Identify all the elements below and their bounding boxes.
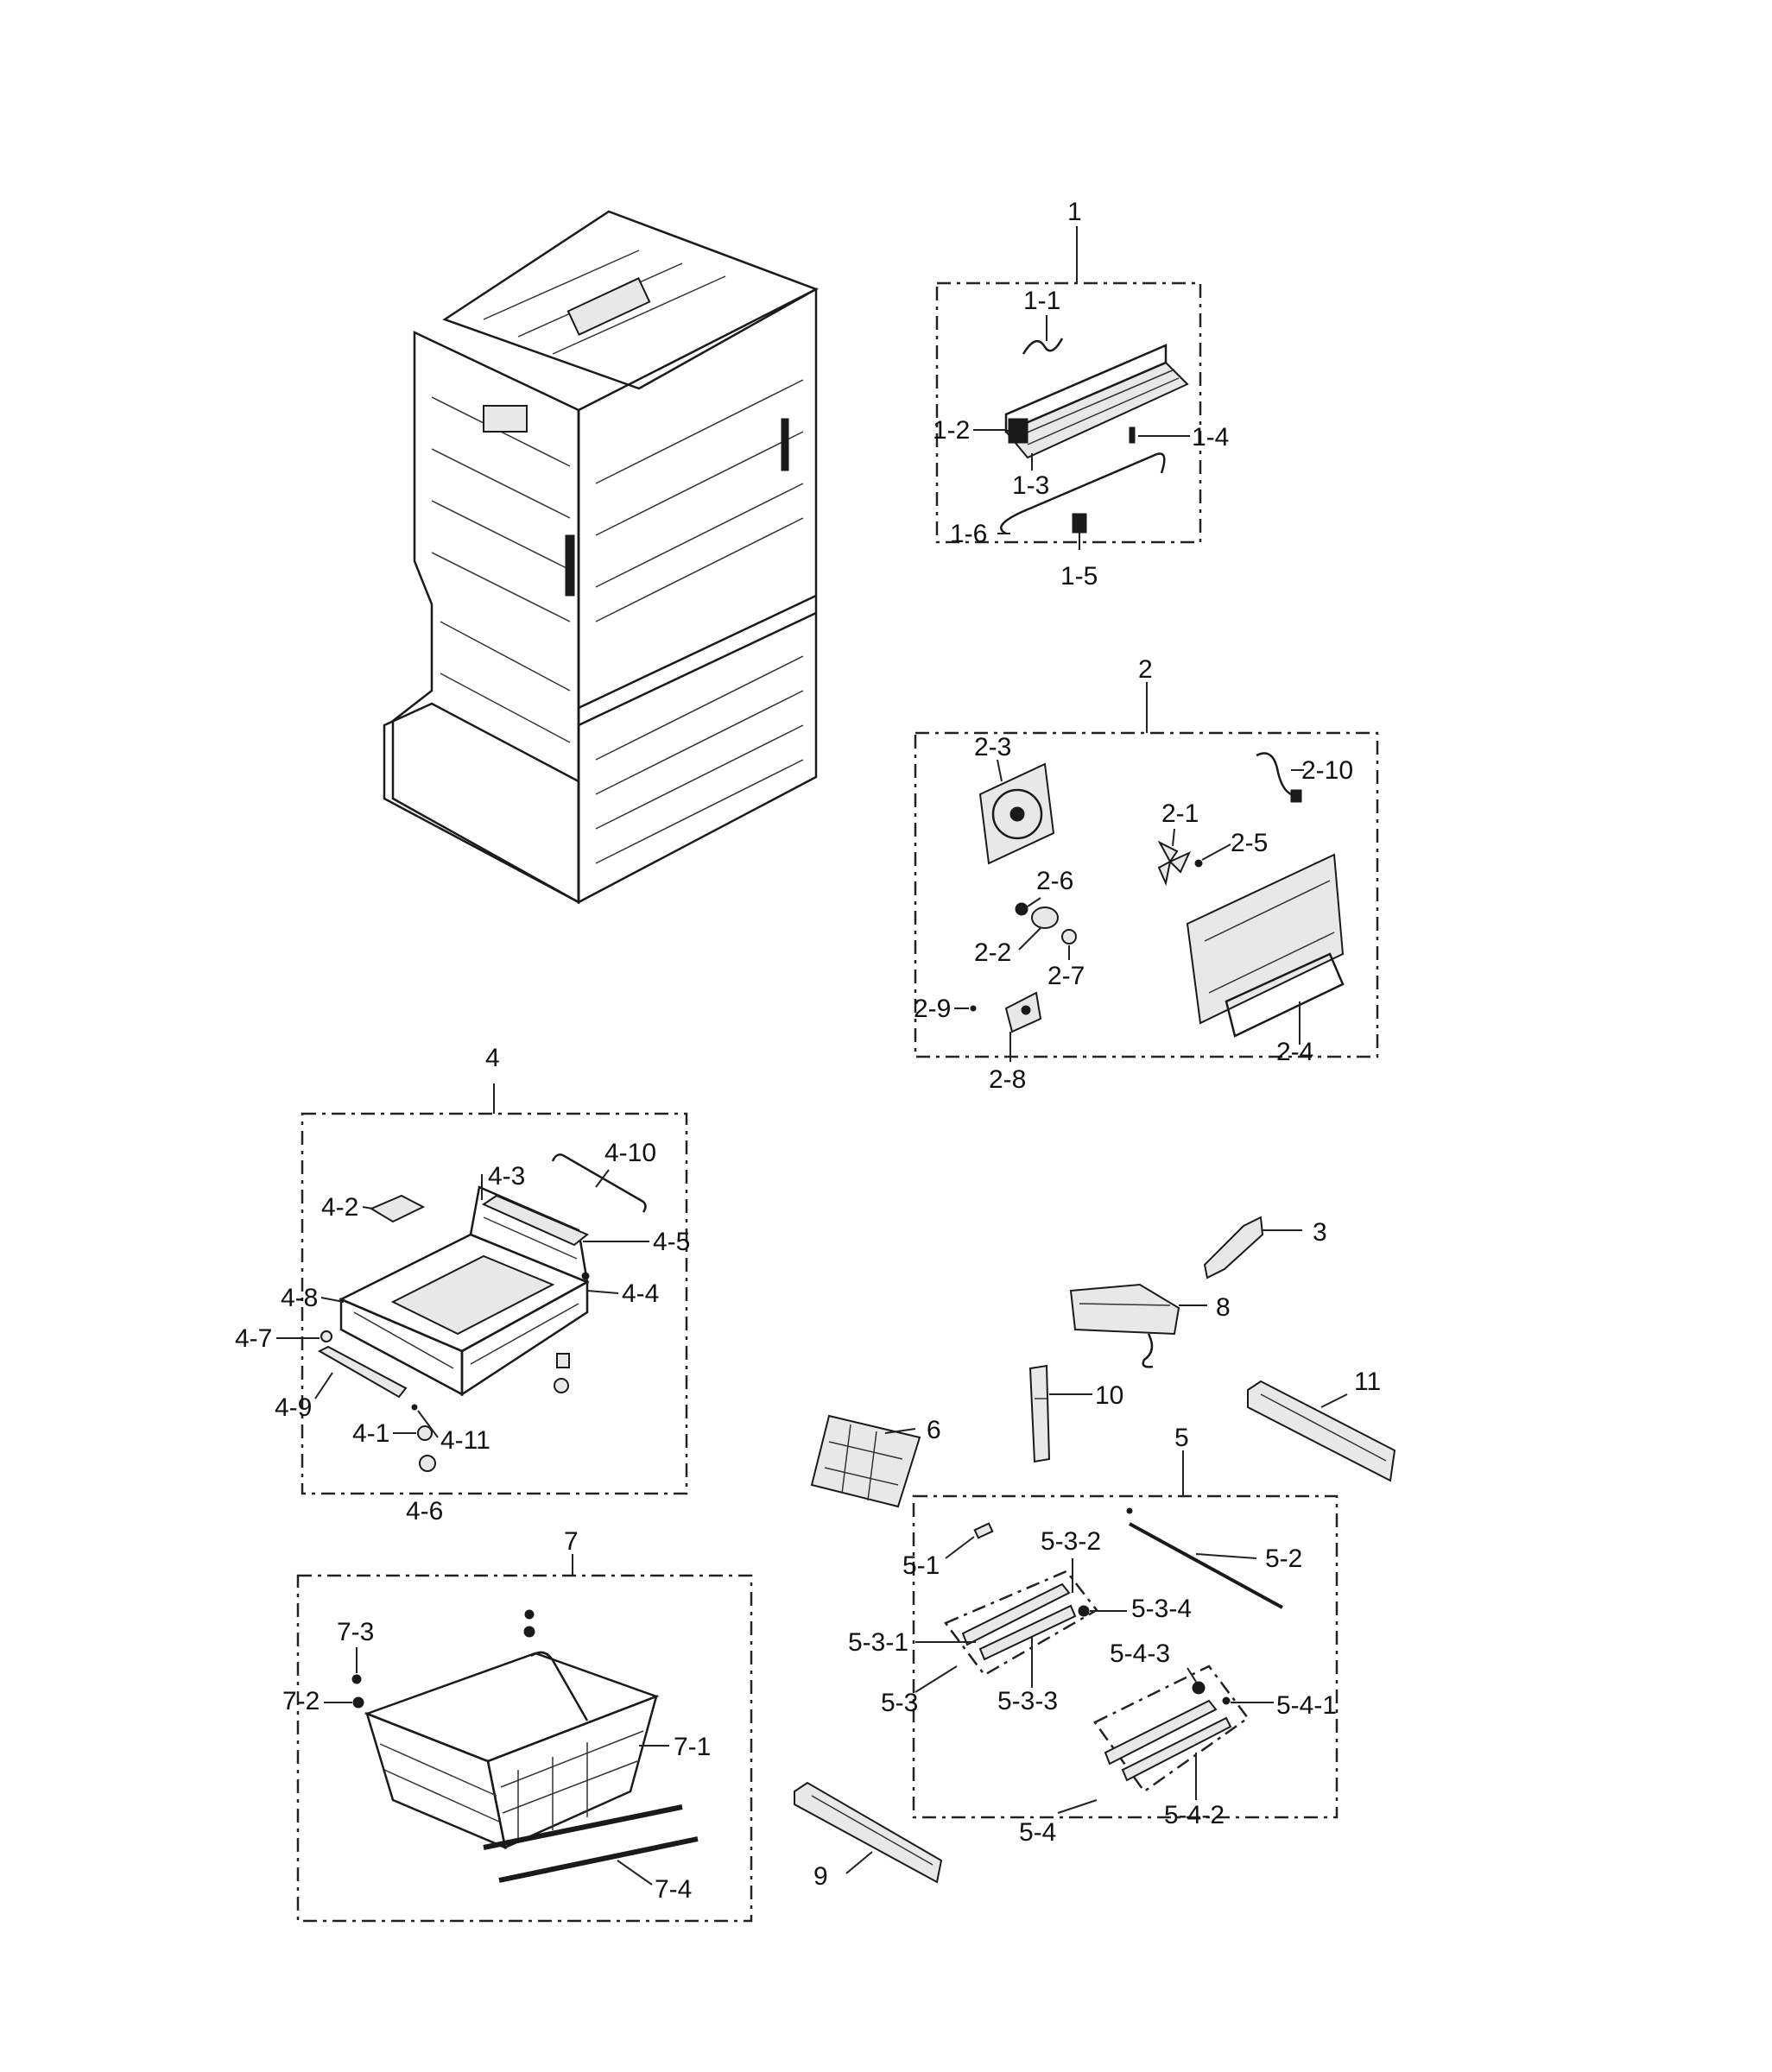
label-5-3-1: 5-3-1 (848, 1628, 908, 1657)
label-4-4: 4-4 (622, 1279, 659, 1308)
label-5-4-1: 5-4-1 (1276, 1691, 1337, 1720)
label-1-3: 1-3 (1012, 471, 1049, 500)
label-4-7: 4-7 (235, 1324, 272, 1353)
part-11-rail: 11 (1247, 1368, 1396, 1482)
label-5-4-3: 5-4-3 (1110, 1639, 1170, 1668)
label-5-1: 5-1 (902, 1551, 940, 1580)
label-3: 3 (1313, 1218, 1327, 1247)
label-1-4: 1-4 (1192, 423, 1229, 452)
label-8: 8 (1216, 1293, 1231, 1322)
label-2-9: 2-9 (914, 995, 951, 1023)
label-4-11: 4-11 (440, 1426, 490, 1455)
group-2-fan-assembly: 2 2-3 2-10 2-1 2-5 2-4 2-6 2-2 (914, 655, 1379, 1094)
label-1-6: 1-6 (950, 520, 987, 548)
label-4-10: 4-10 (604, 1139, 656, 1167)
label-4: 4 (485, 1044, 500, 1072)
label-5-3-3: 5-3-3 (997, 1687, 1058, 1715)
part-9-rail: 9 (794, 1781, 943, 1891)
label-7-2: 7-2 (282, 1687, 320, 1715)
label-2-5: 2-5 (1231, 829, 1268, 857)
label-7-4: 7-4 (655, 1875, 692, 1904)
label-2-3: 2-3 (974, 733, 1011, 761)
label-1: 1 (1067, 198, 1082, 226)
label-4-2: 4-2 (321, 1193, 358, 1222)
label-1-1: 1-1 (1023, 287, 1060, 315)
label-1-2: 1-2 (933, 416, 970, 445)
label-5-3: 5-3 (881, 1689, 918, 1717)
label-5-4-2: 5-4-2 (1164, 1801, 1225, 1829)
label-2-10: 2-10 (1301, 756, 1353, 785)
label-11: 11 (1354, 1368, 1381, 1396)
label-7: 7 (564, 1527, 579, 1556)
label-2-1: 2-1 (1161, 799, 1199, 828)
label-10: 10 (1095, 1381, 1123, 1410)
part-6-cover: 6 (810, 1414, 941, 1508)
refrigerator-cabinet (383, 210, 819, 905)
label-2-4: 2-4 (1276, 1038, 1313, 1066)
label-1-5: 1-5 (1060, 562, 1098, 591)
group-4-drawer-assembly: 4 4-3 4-5 4-10 4-2 4-4 4-8 4-7 (235, 1044, 690, 1526)
label-4-9: 4-9 (275, 1393, 312, 1422)
label-9: 9 (813, 1862, 828, 1891)
label-6: 6 (927, 1416, 941, 1444)
label-4-8: 4-8 (281, 1284, 318, 1312)
part-8-module: 8 (1069, 1283, 1231, 1368)
label-5: 5 (1174, 1424, 1189, 1452)
label-4-6: 4-6 (406, 1497, 443, 1526)
label-2-7: 2-7 (1047, 962, 1085, 990)
label-7-3: 7-3 (337, 1618, 374, 1646)
part-3-bracket: 3 (1203, 1216, 1327, 1279)
label-5-3-2: 5-3-2 (1041, 1527, 1101, 1556)
label-7-1: 7-1 (674, 1733, 711, 1761)
group-1-evaporator-assembly: 1 1-1 1-2 1-3 1-4 1-6 1-5 (933, 198, 1229, 591)
group-5-rail-assembly: 5 5-1 5-2 5-3-2 5-3-4 5-3-1 5-3-3 5-3 5-… (848, 1424, 1338, 1847)
label-2-6: 2-6 (1036, 867, 1073, 895)
label-5-2: 5-2 (1265, 1545, 1302, 1573)
label-5-3-4: 5-3-4 (1131, 1595, 1192, 1623)
label-4-1: 4-1 (352, 1419, 389, 1448)
label-4-3: 4-3 (488, 1162, 525, 1191)
label-2: 2 (1138, 655, 1153, 684)
label-2-2: 2-2 (974, 938, 1011, 967)
part-10-tube: 10 (1028, 1364, 1123, 1463)
label-4-5: 4-5 (653, 1228, 690, 1256)
group-7-basket-assembly: 7 7-1 7-3 7-2 7-4 (282, 1527, 753, 1923)
label-5-4: 5-4 (1019, 1818, 1056, 1847)
label-2-8: 2-8 (989, 1065, 1026, 1094)
